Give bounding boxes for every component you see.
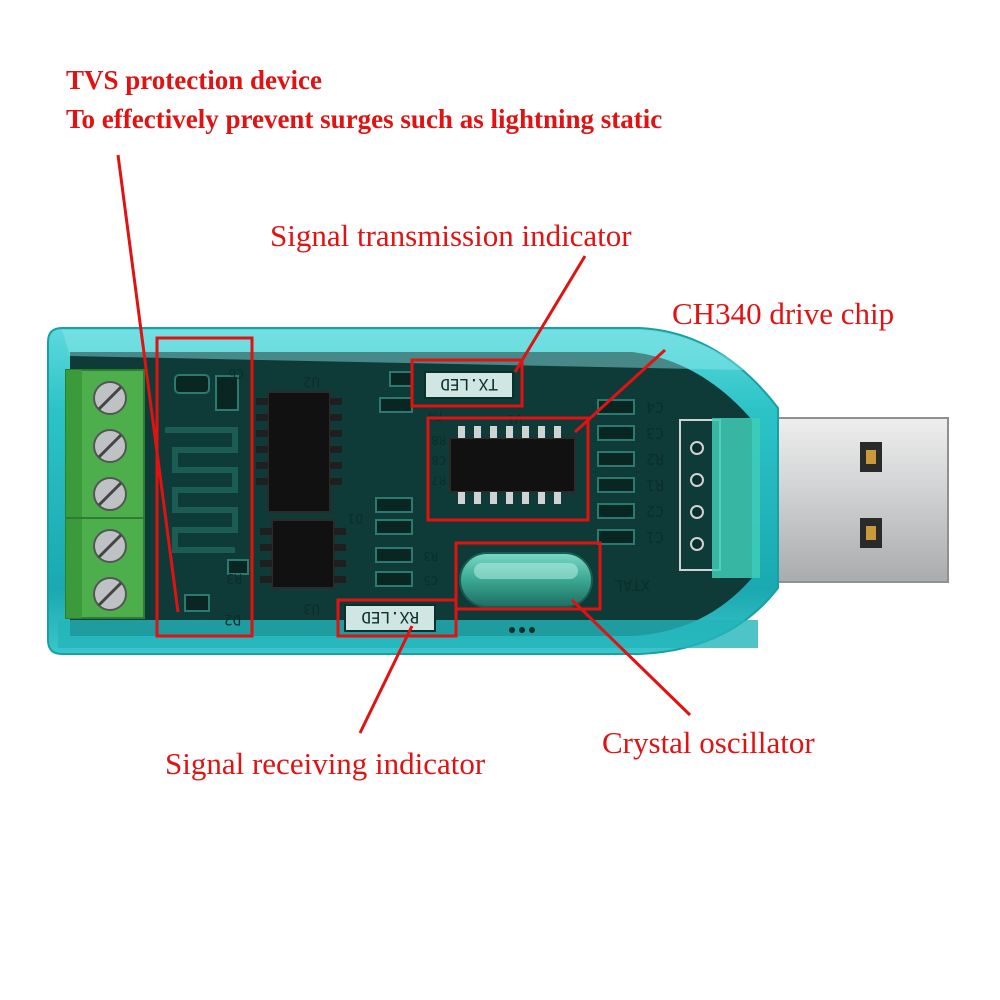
terminal-screw <box>93 529 127 563</box>
label-r8: R8 <box>432 433 446 447</box>
label-r3: R3 <box>424 549 438 563</box>
tvs-area: D2 R3 C6 <box>165 365 249 627</box>
label-c3: C3 <box>646 424 664 442</box>
crystal-leader-line <box>570 598 692 717</box>
rx-indicator-label: Signal receiving indicator <box>165 746 486 781</box>
label-tx-led: TX.LED <box>440 375 498 394</box>
crystal-oscillator: XTAL <box>459 552 650 608</box>
tvs-leader-line <box>116 154 180 613</box>
screw-terminal <box>65 369 145 619</box>
tx-leader-line <box>513 255 587 373</box>
ch340-chip: U1 R8 C8 R7 <box>432 412 576 504</box>
ic-u2: U2 <box>256 373 342 513</box>
label-c1: C1 <box>646 528 664 546</box>
label-c5: C5 <box>424 573 438 587</box>
label-d1: D1 <box>347 510 363 525</box>
chip-leader-line <box>573 348 667 434</box>
label-xtal: XTAL <box>614 576 650 594</box>
label-d2: D2 <box>224 611 241 627</box>
rx-led-area: RX.LED <box>344 604 535 633</box>
crystal-label: Crystal oscillator <box>602 725 815 760</box>
label-r4: R4 <box>428 409 442 423</box>
rx-highlight-box <box>336 598 458 638</box>
rx-leader-line <box>358 625 414 734</box>
label-rx-led: RX.LED <box>361 608 419 627</box>
tvs-title-label: TVS protection device <box>66 65 322 95</box>
tvs-description-label: To effectively prevent surges such as li… <box>66 104 663 134</box>
label-u2: U2 <box>303 373 320 389</box>
tx-indicator-label: Signal transmission indicator <box>270 218 632 253</box>
terminal-screw <box>93 477 127 511</box>
label-r3-left: R3 <box>226 570 242 585</box>
drive-chip-label: CH340 drive chip <box>672 296 895 331</box>
terminal-screw <box>93 577 127 611</box>
label-r7: R7 <box>432 473 446 487</box>
label-c2: C2 <box>646 502 664 520</box>
lower-passives: R3 C5 <box>375 497 438 587</box>
label-c4: C4 <box>646 398 664 416</box>
label-c6: C6 <box>228 365 244 380</box>
terminal-screw <box>93 429 127 463</box>
crystal-highlight-box <box>454 541 602 611</box>
usb-plug <box>759 417 949 583</box>
terminal-screw <box>93 381 127 415</box>
tvs-highlight-box <box>155 336 254 638</box>
label-r1: R1 <box>646 476 664 494</box>
label-r2: R2 <box>646 450 664 468</box>
ic-u3: U3 D1 <box>260 510 363 616</box>
chip-highlight-box <box>426 416 590 522</box>
label-u3: U3 <box>303 600 320 616</box>
right-passives: C4 C3 R2 R1 C2 C1 <box>597 398 760 578</box>
tx-highlight-box <box>410 358 524 408</box>
label-c8: C8 <box>432 453 446 467</box>
